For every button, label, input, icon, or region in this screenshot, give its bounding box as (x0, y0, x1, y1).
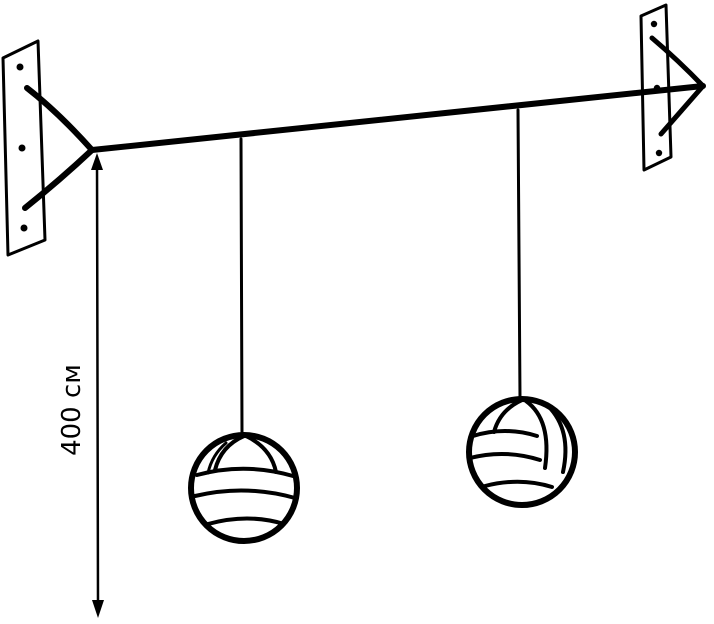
right-volleyball (466, 396, 578, 508)
left-wall-plate (1, 39, 95, 257)
left-ball-seam (244, 434, 278, 474)
right-plate-outline (639, 3, 673, 172)
left-plate-bolt (16, 63, 24, 71)
right-plate-bolt (655, 149, 663, 157)
right-ball-outline (466, 396, 578, 508)
height-arrow-down-icon (92, 600, 104, 618)
left-ball-seam (206, 441, 228, 475)
left-plate-outline (1, 39, 47, 257)
horizontal-bar (89, 83, 706, 153)
height-arrow-up-icon (91, 153, 103, 170)
right-ball-seam (546, 404, 568, 474)
left-ball-seam (193, 488, 297, 500)
left-volleyball (188, 432, 300, 544)
height-label: 400 см (57, 364, 87, 456)
right-ball-seam (483, 479, 554, 489)
left-ball-seam (206, 516, 286, 526)
left-bracket-lower-arm (22, 147, 95, 211)
left-bracket-upper-arm (24, 85, 95, 153)
left-ball-seam (195, 466, 295, 478)
height-dimension: 400 см (57, 153, 104, 618)
left-ball-seam (213, 434, 246, 472)
left-hanging-string (239, 137, 244, 435)
right-ball-seam (468, 451, 542, 462)
right-ball-seam (524, 399, 549, 470)
height-dimension-line (95, 158, 100, 608)
right-bracket-upper-arm (649, 35, 706, 89)
left-plate-bolt (18, 144, 26, 152)
right-ball-seam (492, 398, 524, 434)
left-plate-bolt (20, 224, 28, 232)
right-bracket-lower-arm (658, 83, 706, 137)
right-plate-bolt (650, 20, 658, 28)
right-hanging-string (516, 108, 522, 400)
right-ball-seam (471, 429, 539, 438)
